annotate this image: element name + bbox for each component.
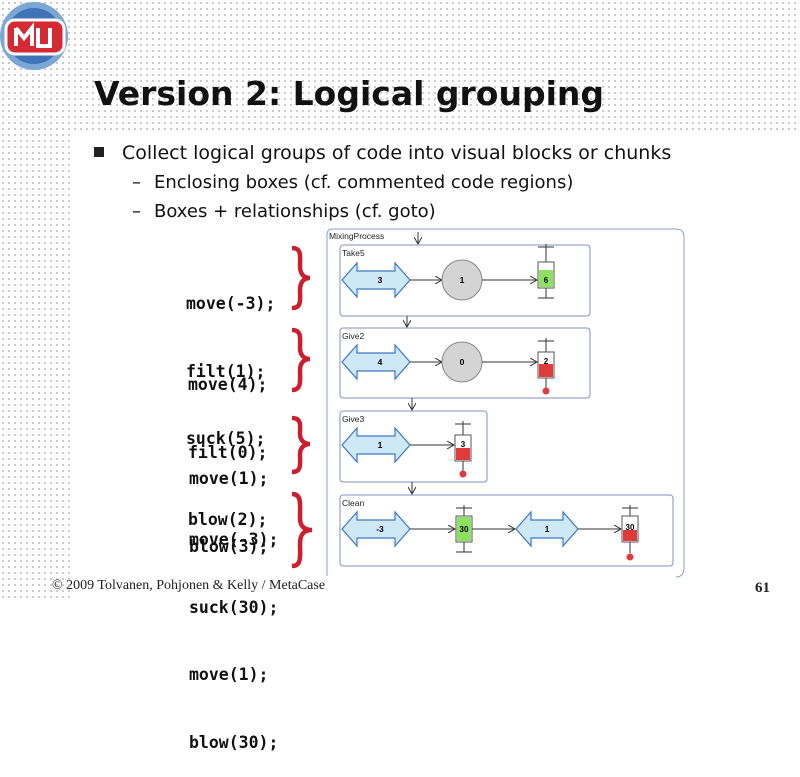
main-bullet: Collect logical groups of code into visu… bbox=[94, 142, 671, 164]
move-arrow-value: 1 bbox=[378, 440, 383, 450]
drop-icon bbox=[542, 387, 550, 395]
tube-value: 2 bbox=[544, 357, 549, 366]
metacase-logo bbox=[0, 2, 68, 70]
group-label: Give3 bbox=[342, 414, 364, 424]
code-line: move(-3); bbox=[189, 530, 279, 549]
brace-icon bbox=[291, 327, 311, 393]
group-label: Take5 bbox=[342, 248, 365, 258]
sub-bullet-text: Enclosing boxes (cf. commented code regi… bbox=[154, 172, 574, 193]
dotted-background-left bbox=[0, 0, 70, 600]
code-line: move(4); bbox=[188, 375, 268, 394]
dotted-background-top bbox=[0, 0, 800, 130]
footer-copyright: © 2009 Tolvanen, Pohjonen & Kelly / Meta… bbox=[52, 578, 326, 593]
move-arrow-value: 1 bbox=[545, 524, 550, 534]
code-line: filt(0); bbox=[188, 442, 268, 462]
filter-value: 0 bbox=[460, 357, 465, 367]
move-arrow-value: 4 bbox=[378, 357, 383, 367]
sub-bullet-text: Boxes + relationships (cf. goto) bbox=[154, 201, 436, 222]
move-arrow-value: -3 bbox=[376, 524, 384, 534]
filter-value: 1 bbox=[460, 275, 465, 285]
code-block: move(1); blow(3); bbox=[189, 423, 268, 581]
code-line: filt(1); bbox=[186, 361, 266, 381]
brace-icon bbox=[291, 245, 311, 311]
group-box-clean bbox=[339, 494, 674, 567]
brace-icon bbox=[291, 491, 313, 569]
move-arrow-value: 3 bbox=[378, 275, 383, 285]
code-line: blow(30); bbox=[189, 732, 279, 752]
sub-bullet: –Boxes + relationships (cf. goto) bbox=[132, 201, 436, 222]
mixing-process-diagram: MixingProcess Take5 3 1 6 Give2 4 0 2 Gi… bbox=[291, 228, 685, 578]
group-label: Give2 bbox=[342, 331, 364, 341]
drop-icon bbox=[626, 553, 634, 561]
process-label: MixingProcess bbox=[329, 231, 384, 241]
code-line: move(1); bbox=[189, 469, 269, 488]
page-number: 61 bbox=[755, 580, 770, 596]
code-block: move(-3); filt(1); suck(5); bbox=[186, 248, 275, 473]
group-label: Clean bbox=[342, 498, 364, 508]
tube-value: 30 bbox=[626, 523, 635, 532]
code-block: move(4); filt(0); blow(2); bbox=[188, 329, 267, 554]
brace-icon bbox=[291, 415, 311, 475]
sub-bullet: –Enclosing boxes (cf. commented code reg… bbox=[132, 172, 574, 193]
code-line: blow(2); bbox=[188, 510, 268, 529]
code-line: move(1); bbox=[189, 665, 269, 684]
page-title: Version 2: Logical grouping bbox=[94, 74, 605, 113]
tube-value: 6 bbox=[544, 276, 549, 285]
code-line: suck(5); bbox=[186, 429, 266, 448]
code-line: move(-3); bbox=[186, 294, 276, 313]
tube-value: 30 bbox=[460, 525, 469, 534]
drop-icon bbox=[459, 470, 467, 478]
bullet-square-icon bbox=[94, 147, 104, 157]
tube-value: 3 bbox=[461, 440, 466, 449]
code-line: blow(3); bbox=[189, 536, 269, 556]
group-box-give3 bbox=[339, 410, 488, 483]
main-bullet-text: Collect logical groups of code into visu… bbox=[122, 142, 672, 164]
process-frame bbox=[326, 228, 685, 578]
